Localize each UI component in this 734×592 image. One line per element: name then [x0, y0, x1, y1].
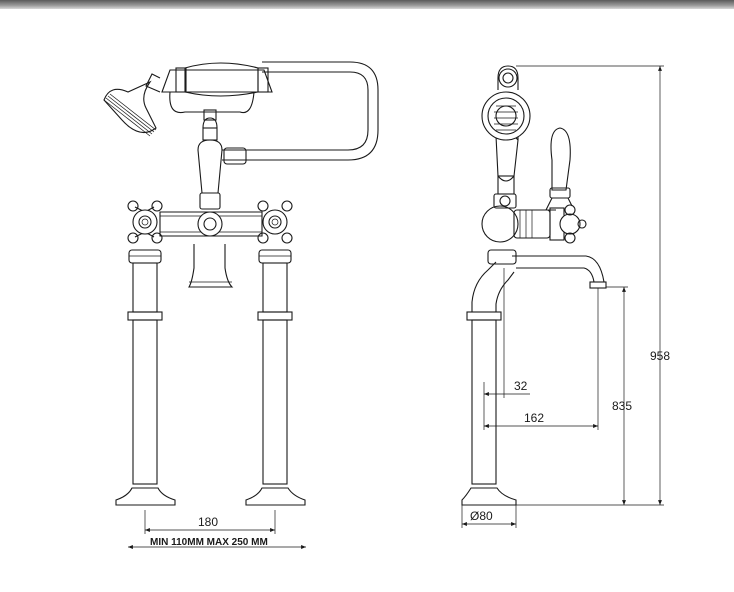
left-leg [115, 249, 176, 506]
side-cross-handle [549, 204, 587, 244]
side-lever-handle [545, 127, 573, 211]
handset-handle [145, 62, 273, 114]
side-valve-body [481, 193, 551, 243]
dim-total-height: 958 [516, 65, 670, 506]
dim-offset-small-value: 32 [514, 379, 528, 393]
front-view: 180 MIN 110MM MAX 250 MM [103, 61, 379, 549]
front-spout [188, 244, 234, 288]
side-nut [487, 249, 517, 265]
diverter [197, 109, 223, 237]
dim-spout-height: 835 [606, 286, 632, 505]
dim-base-diameter-value: Ø80 [470, 509, 493, 523]
dim-spout-reach: 162 [484, 288, 599, 430]
dim-centres-value: 180 [198, 515, 218, 529]
dim-spout-height-value: 835 [612, 399, 632, 413]
mixer-body [159, 211, 263, 237]
handset-cradle [222, 61, 379, 165]
right-cross-handle [257, 200, 293, 244]
side-view: 958 835 32 162 Ø80 [461, 65, 670, 528]
window-top-bar [0, 0, 734, 9]
dim-range-note: MIN 110MM MAX 250 MM [150, 537, 268, 548]
dim-total-height-value: 958 [650, 349, 670, 363]
dim-range: MIN 110MM MAX 250 MM [128, 537, 306, 549]
left-cross-handle [127, 200, 163, 244]
side-base [461, 487, 517, 506]
dim-offset-small: 32 [483, 268, 530, 430]
side-handset [481, 65, 531, 195]
side-riser [466, 261, 515, 485]
front-shower-head [103, 80, 157, 137]
dim-base-diameter: Ø80 [461, 505, 517, 528]
side-spout [512, 255, 605, 283]
right-leg [245, 249, 306, 506]
dim-spout-reach-value: 162 [524, 411, 544, 425]
dim-centres: 180 [144, 510, 276, 534]
